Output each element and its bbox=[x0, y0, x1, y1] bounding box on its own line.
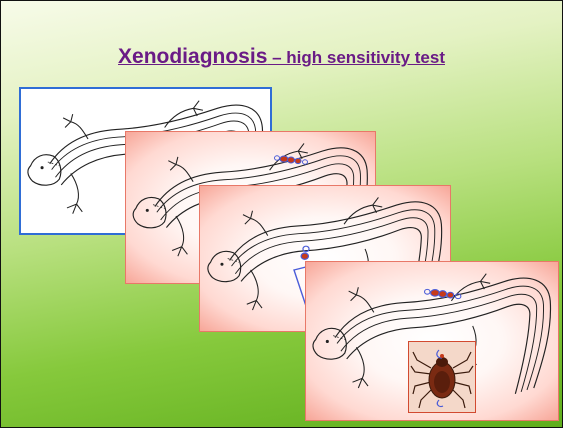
tick-cluster-icon bbox=[424, 284, 468, 304]
tick-closeup-inset bbox=[408, 341, 476, 413]
tick-closeup-icon bbox=[409, 342, 475, 412]
slide-title: Xenodiagnosis – high sensitivity test bbox=[1, 45, 562, 69]
title-main: Xenodiagnosis bbox=[118, 45, 267, 68]
title-sub: – high sensitivity test bbox=[267, 48, 445, 67]
tick-cluster-icon bbox=[274, 150, 314, 170]
lizard-with-ticks-panel-3 bbox=[305, 261, 559, 421]
